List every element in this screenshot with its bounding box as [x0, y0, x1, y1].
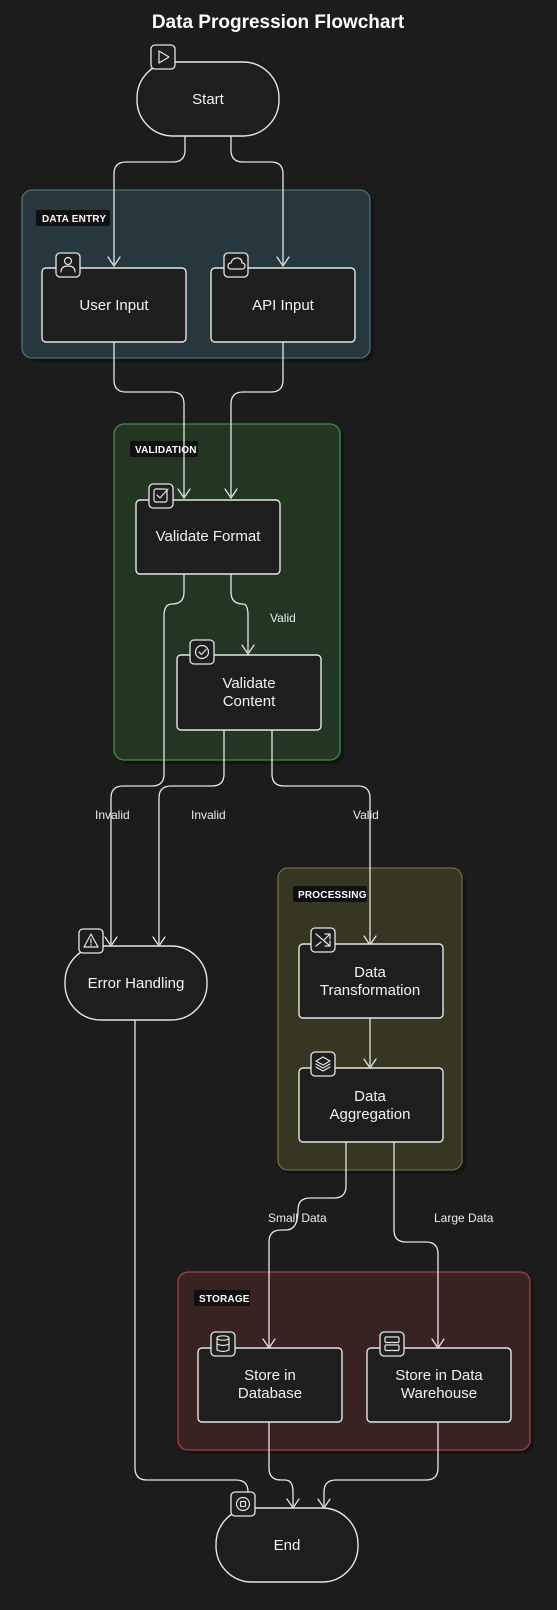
node-label: Validate Format [156, 528, 262, 545]
node-label-line-1: Validate [222, 675, 275, 692]
warning-icon [78, 928, 104, 954]
node-label: API Input [252, 297, 315, 314]
node-validate-content[interactable]: Validate Content [176, 639, 322, 731]
check-circle-icon [189, 639, 215, 665]
edge-format-invalid [110, 574, 185, 944]
cloud-icon [223, 252, 249, 278]
node-label-line-2: Content [223, 693, 276, 710]
edge-large-data [393, 1142, 439, 1346]
edge-database-end [268, 1422, 294, 1506]
user-icon [55, 252, 81, 278]
edge-format-valid [230, 574, 249, 652]
node-store-database[interactable]: Store in Database [197, 1331, 343, 1423]
stop-icon [230, 1491, 256, 1517]
layers-icon [310, 1051, 336, 1077]
edge-label-format-invalid: Invalid [95, 808, 130, 822]
database-icon [210, 1331, 236, 1357]
node-error-handling[interactable]: Error Handling [64, 928, 208, 1021]
node-store-warehouse[interactable]: Store in Data Warehouse [366, 1331, 512, 1423]
edges [104, 136, 445, 1510]
node-label-line-1: Store in Data [395, 1367, 483, 1384]
node-data-aggregation[interactable]: Data Aggregation [298, 1051, 444, 1143]
node-api-input[interactable]: API Input [210, 252, 356, 343]
edge-label-small-data: Small Data [268, 1211, 327, 1225]
edge-start-api-input [230, 136, 284, 264]
edge-label-large-data: Large Data [434, 1211, 494, 1225]
page-title: Data Progression Flowchart [152, 12, 405, 33]
edge-start-user-input [113, 136, 186, 264]
edge-label-content-invalid: Invalid [191, 808, 226, 822]
edge-label-content-valid: Valid [353, 808, 379, 822]
edge-small-data [268, 1142, 347, 1346]
group-label-processing: PROCESSING [298, 890, 367, 901]
node-label: Start [192, 91, 225, 108]
edge-label-format-valid: Valid [270, 611, 296, 625]
edge-content-valid [271, 730, 371, 943]
server-icon [379, 1331, 405, 1357]
group-label-validation: VALIDATION [135, 445, 197, 456]
edge-user-input-validate-format [113, 342, 185, 496]
edge-warehouse-end [323, 1422, 439, 1506]
node-start[interactable]: Start [136, 44, 280, 137]
node-end[interactable]: End [215, 1491, 359, 1583]
group-label-data-entry: DATA ENTRY [42, 214, 106, 225]
node-label-line-2: Warehouse [401, 1385, 477, 1402]
group-label-storage: STORAGE [199, 1294, 250, 1305]
shuffle-icon [310, 927, 336, 953]
edge-api-input-validate-format [230, 342, 284, 496]
node-validate-format[interactable]: Validate Format [135, 483, 281, 575]
edge-content-invalid [158, 730, 225, 944]
node-label: End [274, 1537, 301, 1554]
node-label-line-1: Store in [244, 1367, 296, 1384]
node-label-line-2: Transformation [320, 982, 420, 999]
checkbox-icon [148, 483, 174, 509]
node-label-line-1: Data [354, 1088, 386, 1105]
node-label-line-1: Data [354, 964, 386, 981]
node-data-transformation[interactable]: Data Transformation [298, 927, 444, 1019]
node-user-input[interactable]: User Input [41, 252, 187, 343]
edge-error-end [134, 1020, 249, 1506]
node-label: Error Handling [88, 975, 185, 992]
play-icon [150, 44, 176, 70]
node-label-line-2: Database [238, 1385, 302, 1402]
node-label-line-2: Aggregation [330, 1106, 411, 1123]
node-label: User Input [79, 297, 149, 314]
